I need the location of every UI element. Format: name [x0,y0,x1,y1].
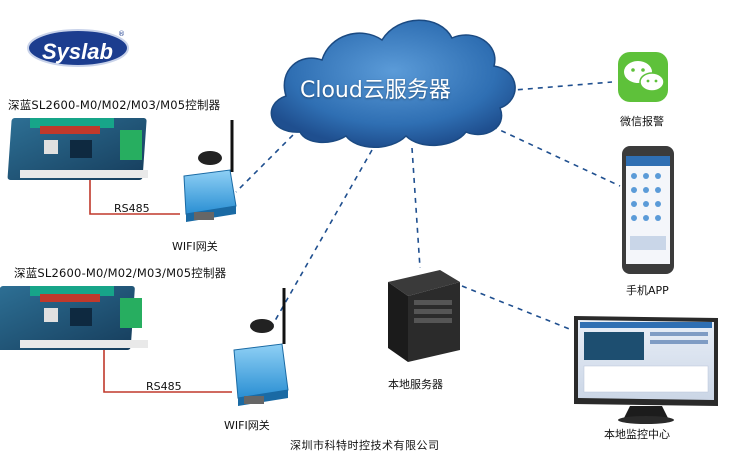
gateway-2-label: WIFI网关 [224,419,270,432]
phone-icon [622,146,674,274]
local-server-icon [388,270,460,362]
cloud-server-label: Cloud云服务器 [300,78,451,103]
syslab-logo-text: Syslab [42,39,113,64]
rs485-wire-2 [103,350,232,393]
wifi-gateway-2 [233,288,289,406]
gateway-1-label: WIFI网关 [172,240,218,253]
controller-board-2 [0,286,148,350]
link-cloud-gateway2 [271,149,373,327]
controller-1-title: 深蓝SL2600-M0/M02/M03/M05控制器 [8,98,221,112]
wechat-alarm-label: 微信报警 [620,115,664,128]
syslab-logo [27,29,129,67]
controller-board-1 [7,118,148,180]
rs485-label-1: RS485 [114,202,150,215]
local-server-label: 本地服务器 [388,378,443,391]
registered-mark: ® [118,30,125,38]
wifi-gateway-1 [183,120,237,222]
monitor-center-label: 本地监控中心 [604,428,670,441]
link-server-monitor [461,285,573,331]
rs485-label-2: RS485 [146,380,182,393]
controller-2-title: 深蓝SL2600-M0/M02/M03/M05控制器 [14,266,227,280]
cloud-shape [270,19,516,148]
wechat-icon [618,52,668,102]
rs485-wires [89,180,232,393]
rs485-wire-1 [89,180,180,215]
company-name: 深圳市科特时控技术有限公司 [290,439,440,452]
phone-app-label: 手机APP [626,284,669,297]
link-cloud-server [411,147,421,269]
monitor-icon [574,316,718,424]
link-cloud-phone [473,117,621,187]
link-cloud-gateway1 [235,127,301,193]
